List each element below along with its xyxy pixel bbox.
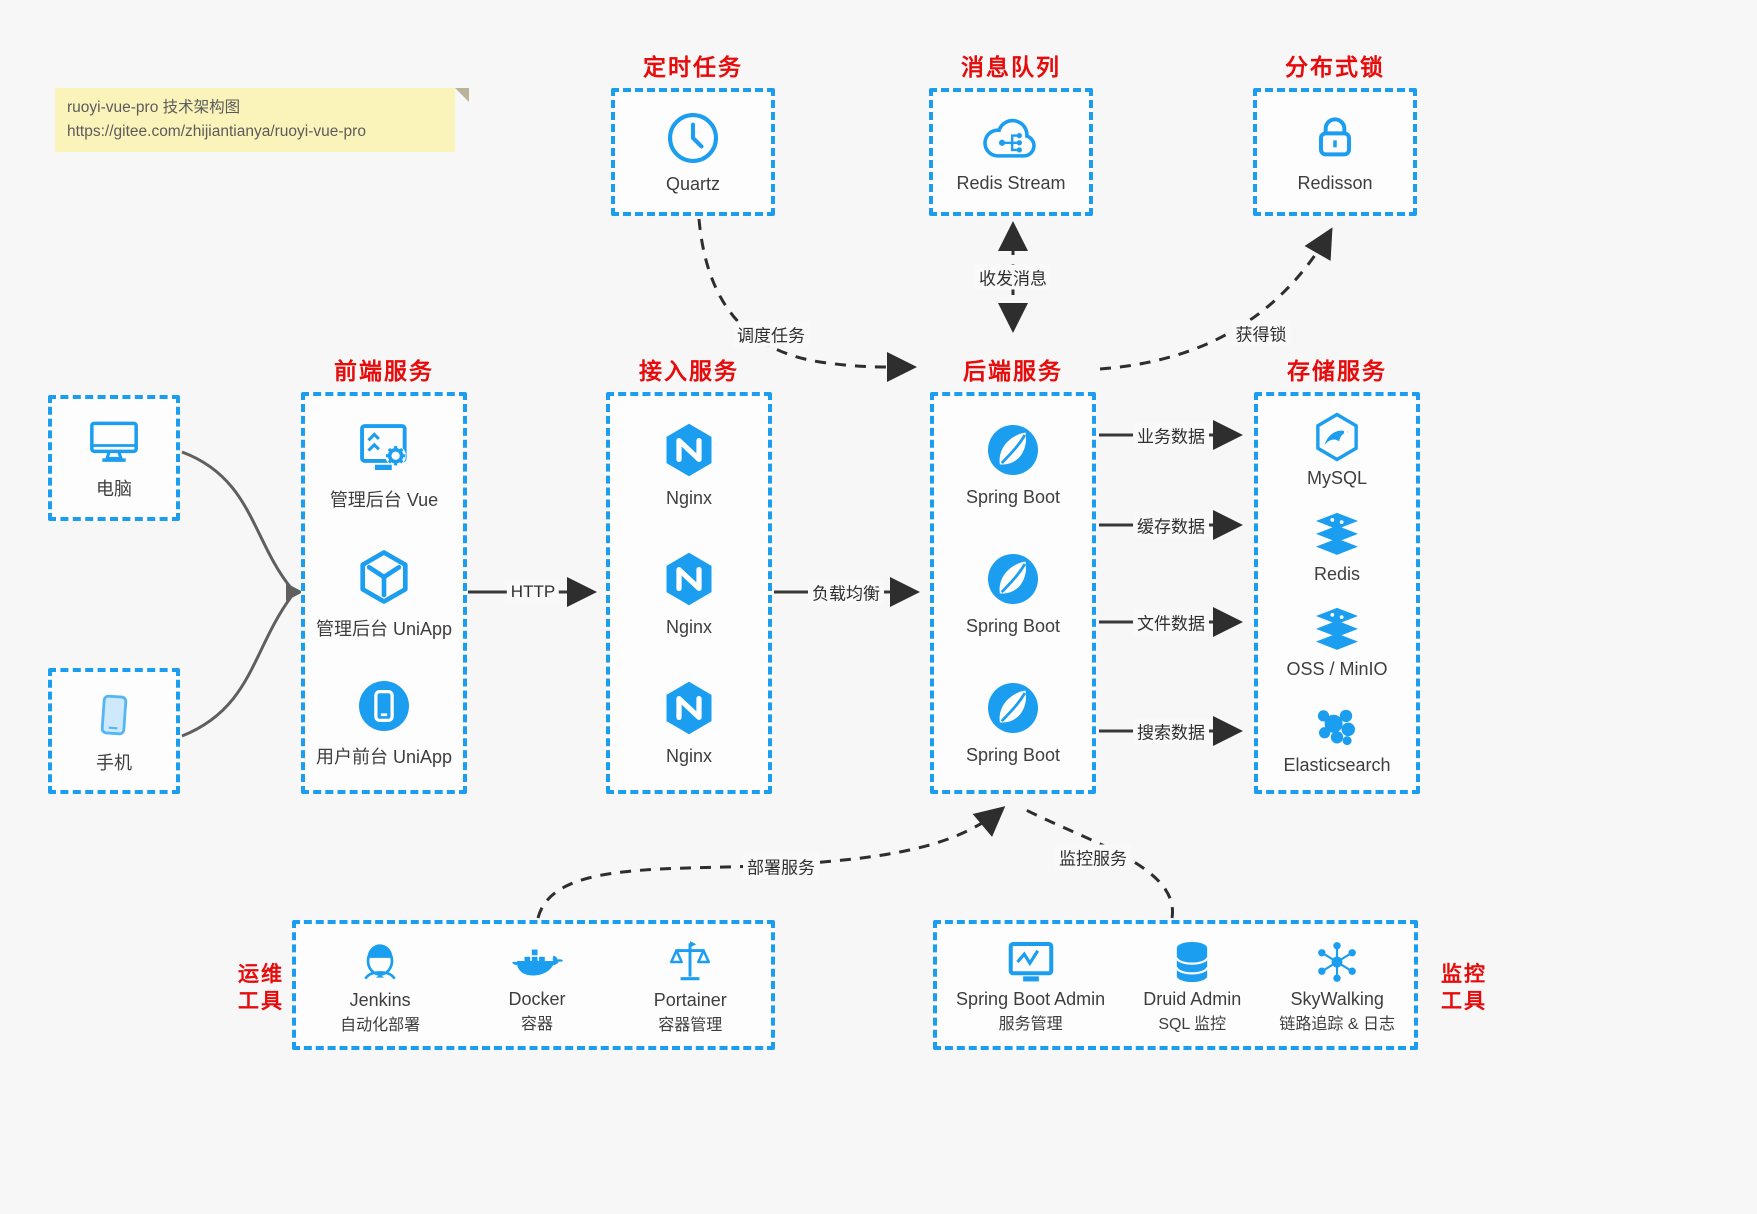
ops-item-desc: 自动化部署 [340,1016,421,1034]
mq-label: Redis Stream [956,173,1066,193]
spring-boot-icon [983,549,1043,609]
frontend-item-label: 用户前台 UniApp [315,746,453,767]
monitor-item-desc: SQL 监控 [1158,1015,1227,1033]
edge-label-schedule: 调度任务 [733,321,809,347]
backend-box: Spring Boot Spring Boot Spring Boot [930,392,1096,794]
nginx-icon [659,419,719,481]
monitor-item-desc: 链路追踪 & 日志 [1279,1015,1395,1033]
monitor-item-name: SkyWalking [1290,988,1384,1009]
uniapp-cube-icon [353,546,415,608]
ops-box: Jenkins 自动化部署 Docker 容器 Portainer 容器管理 [292,920,775,1050]
admin-vue-icon [352,417,416,479]
gateway-item-label: Nginx [665,745,713,766]
edge-label-message: 收发消息 [975,264,1051,290]
scheduler-box: Quartz [611,88,775,216]
edge-label-get-lock: 获得锁 [1231,320,1291,346]
redis-icon [1309,510,1365,560]
backend-item-label: Spring Boot [965,487,1061,508]
ops-item-name: Portainer [653,989,727,1010]
sticky-note: ruoyi-vue-pro 技术架构图 https://gitee.com/zh… [55,88,455,152]
ops-item-name: Docker [508,988,566,1009]
edge-label-deploy: 部署服务 [743,853,819,879]
gateway-box: Nginx Nginx Nginx [606,392,772,794]
lock-icon [1307,110,1363,166]
user-app-icon [354,676,414,736]
edge-label-file-data: 文件数据 [1133,609,1209,635]
nginx-icon [659,677,719,739]
scheduler-title: 定时任务 [643,54,743,80]
gateway-item-label: Nginx [665,488,713,509]
ops-title-line1: 运维 [238,963,284,986]
frontend-box: 管理后台 Vue 管理后台 UniApp 用户前台 UniApp [301,392,467,794]
monitor-box: Spring Boot Admin 服务管理 Druid Admin SQL 监… [933,920,1418,1050]
backend-title: 后端服务 [963,358,1063,384]
ops-item-desc: 容器管理 [658,1016,723,1034]
oss-minio-icon [1309,605,1365,655]
monitor-item-name: Druid Admin [1143,988,1242,1009]
skywalking-icon [1311,937,1363,987]
frontend-title: 前端服务 [334,358,434,384]
edge-label-biz-data: 业务数据 [1133,422,1209,448]
edge-label-monitor: 监控服务 [1055,844,1131,870]
gateway-item-label: Nginx [665,616,713,637]
backend-item-label: Spring Boot [965,744,1061,765]
note-url: https://gitee.com/zhijiantianya/ruoyi-vu… [67,123,366,140]
edge-label-load-balance: 负载均衡 [808,579,884,605]
edge-label-search-data: 搜索数据 [1133,718,1209,744]
storage-item-label: OSS / MinIO [1286,659,1388,680]
lock-title: 分布式锁 [1285,54,1385,80]
monitor-title-line2: 工具 [1441,990,1487,1013]
message-cloud-icon [980,110,1042,166]
monitor-title: 监控 工具 [1437,961,1491,1015]
portainer-scales-icon [665,936,715,988]
druid-database-icon [1166,937,1218,987]
docker-icon [510,937,564,987]
storage-item-label: Elasticsearch [1283,754,1391,775]
desktop-icon [86,416,142,468]
storage-item-label: MySQL [1306,468,1367,489]
pc-label: 电脑 [96,478,132,499]
edge-label-cache-data: 缓存数据 [1133,512,1209,538]
spring-boot-icon [983,678,1043,738]
monitor-item-desc: 服务管理 [998,1015,1063,1033]
ops-title-line2: 工具 [238,990,284,1013]
mobile-box: 手机 [48,668,180,794]
mq-title: 消息队列 [961,54,1061,80]
monitor-title-line1: 监控 [1441,963,1487,986]
lock-box: Redisson [1253,88,1417,216]
backend-item-label: Spring Boot [965,615,1061,636]
jenkins-icon [355,936,405,988]
note-title: ruoyi-vue-pro 技术架构图 [67,99,241,116]
pc-box: 电脑 [48,395,180,521]
clock-icon [664,109,722,167]
monitor-item-name: Spring Boot Admin [956,988,1106,1009]
storage-title: 存储服务 [1287,358,1387,384]
frontend-item-label: 管理后台 UniApp [315,619,453,640]
elasticsearch-icon [1310,701,1364,751]
mobile-label: 手机 [96,752,132,773]
nginx-icon [659,548,719,610]
frontend-item-label: 管理后台 Vue [329,490,439,511]
scheduler-label: Quartz [665,174,721,194]
ops-item-name: Jenkins [349,989,411,1010]
spring-boot-icon [983,420,1043,480]
phone-icon [88,688,140,742]
mysql-icon [1310,410,1364,464]
gateway-title: 接入服务 [639,358,739,384]
lock-label: Redisson [1297,173,1373,193]
ops-title: 运维 工具 [234,961,288,1015]
storage-item-label: Redis [1313,563,1361,584]
edge-label-http: HTTP [506,582,560,602]
mq-box: Redis Stream [929,88,1093,216]
ops-item-desc: 容器 [520,1015,553,1033]
storage-box: MySQL Redis OSS / MinIO Elasticsearch [1254,392,1420,794]
spring-boot-admin-icon [1004,937,1058,987]
